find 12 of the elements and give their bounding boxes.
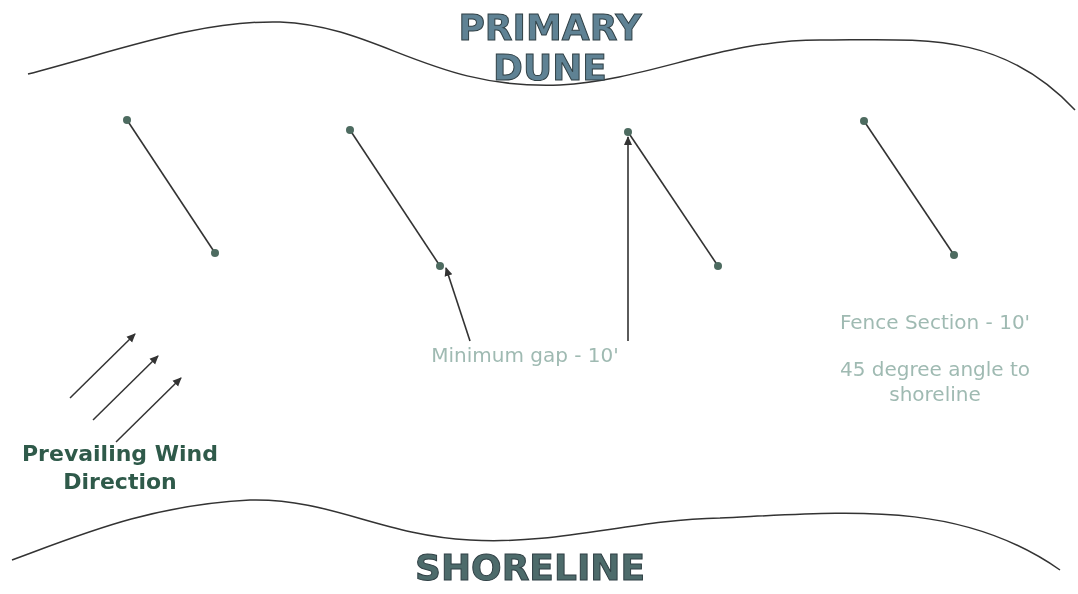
- area-heading: PRIMARY DUNE: [457, 8, 643, 88]
- area-heading: SHORELINE: [414, 546, 646, 590]
- dimension-note: Fence Section - 10': [838, 310, 1032, 335]
- fence-section: [345, 125, 445, 271]
- fence-section: [122, 115, 220, 258]
- note-text: 45 degree angle to shoreline: [838, 357, 1032, 407]
- fence-section: [623, 127, 723, 271]
- fence-section: [859, 116, 959, 260]
- leader-arrow: [444, 267, 471, 342]
- wind-caption: Prevailing Wind Direction: [21, 440, 219, 495]
- callout-text: Minimum gap - 10': [405, 343, 645, 368]
- leader-arrow: [624, 136, 632, 342]
